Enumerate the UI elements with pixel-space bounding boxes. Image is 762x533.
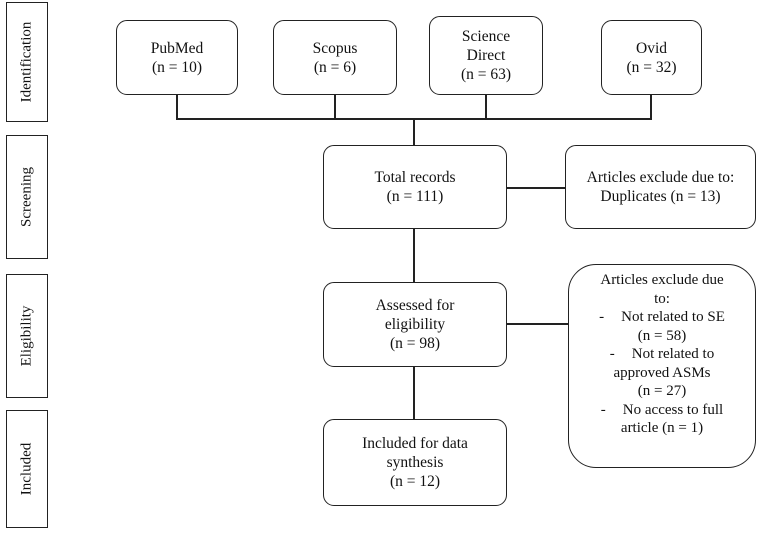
source-pubmed-name: PubMed — [150, 39, 204, 57]
exclude-reason-2-line3: (n = 27) — [637, 383, 687, 399]
included-box: Included for data synthesis (n = 12) — [323, 419, 507, 506]
exclude-eligibility-title-line1: Articles exclude due — [600, 272, 724, 288]
stage-eligibility-label: Eligibility — [18, 305, 35, 367]
exclude-eligibility-box: Articles exclude due to: -Not related to… — [568, 264, 756, 468]
exclude-reason-3-line1: No access to full — [622, 401, 724, 418]
assessed-count: (n = 98) — [389, 335, 441, 352]
stage-identification: Identification — [6, 2, 48, 122]
connector-sciencedirect — [485, 94, 487, 119]
exclude-reason-3-dash: - — [600, 401, 606, 418]
source-pubmed-count: (n = 10) — [151, 58, 203, 76]
exclude-reason-2: -Not related to approved ASMs (n = 27) — [599, 345, 725, 401]
assessed-line1: Assessed for — [375, 297, 455, 314]
connector-to-total — [413, 118, 415, 146]
assessed-line2: eligibility — [384, 316, 446, 333]
connector-pubmed — [176, 94, 178, 119]
stage-screening: Screening — [6, 135, 48, 259]
included-count: (n = 12) — [389, 473, 441, 490]
exclude-reason-3-line2: article (n = 1) — [620, 420, 704, 436]
exclude-reason-2-line2: approved ASMs — [613, 364, 711, 381]
connector-to-included — [413, 366, 415, 420]
exclude-reason-1-line2: (n = 58) — [637, 327, 687, 344]
exclude-reason-2-dash: - — [609, 346, 615, 362]
assessed-box: Assessed for eligibility (n = 98) — [323, 282, 507, 367]
source-sciencedirect-name-line2: Direct — [466, 47, 506, 64]
connector-to-duplicates — [507, 187, 565, 189]
source-sciencedirect-count: (n = 63) — [460, 66, 512, 83]
total-records-box: Total records (n = 111) — [323, 145, 507, 229]
included-line2: synthesis — [386, 454, 444, 471]
exclude-reason-1-dash: - — [599, 309, 605, 325]
connector-scopus — [334, 94, 336, 119]
exclude-duplicates-line1: Articles exclude due to: — [586, 169, 735, 186]
source-scopus-count: (n = 6) — [313, 58, 357, 76]
exclude-eligibility-title-line2: to: — [654, 290, 670, 307]
stage-included-label: Included — [18, 442, 35, 496]
connector-ovid — [650, 94, 652, 119]
included-line1: Included for data — [362, 435, 468, 452]
stage-included: Included — [6, 410, 48, 528]
exclude-reason-2-line1: Not related to — [631, 346, 715, 362]
total-records-count: (n = 111) — [386, 188, 444, 205]
stage-screening-label: Screening — [18, 167, 35, 227]
total-records-label: Total records — [374, 169, 456, 186]
exclude-reason-1: -Not related to SE (n = 58) — [599, 308, 725, 345]
source-ovid-count: (n = 32) — [626, 58, 677, 76]
exclude-duplicates-line2: Duplicates (n = 13) — [600, 188, 721, 205]
connector-to-eligibility-exclusion — [507, 323, 569, 325]
source-ovid-name: Ovid — [636, 39, 667, 57]
stage-eligibility: Eligibility — [6, 274, 48, 398]
stage-identification-label: Identification — [18, 21, 35, 103]
exclude-duplicates-box: Articles exclude due to: Duplicates (n =… — [565, 145, 756, 229]
exclude-reasons-list: -Not related to SE (n = 58) -Not related… — [599, 308, 725, 438]
source-pubmed-box: PubMed (n = 10) — [116, 20, 238, 95]
exclude-reason-1-line1: Not related to SE — [621, 309, 725, 325]
connector-to-assessed — [413, 228, 415, 283]
source-scopus-name: Scopus — [312, 39, 358, 57]
exclude-reason-3: -No access to full article (n = 1) — [599, 401, 725, 438]
source-ovid-box: Ovid (n = 32) — [601, 20, 702, 95]
source-sciencedirect-box: Science Direct (n = 63) — [429, 16, 543, 95]
source-sciencedirect-name-line1: Science — [461, 28, 511, 45]
source-scopus-box: Scopus (n = 6) — [273, 20, 397, 95]
